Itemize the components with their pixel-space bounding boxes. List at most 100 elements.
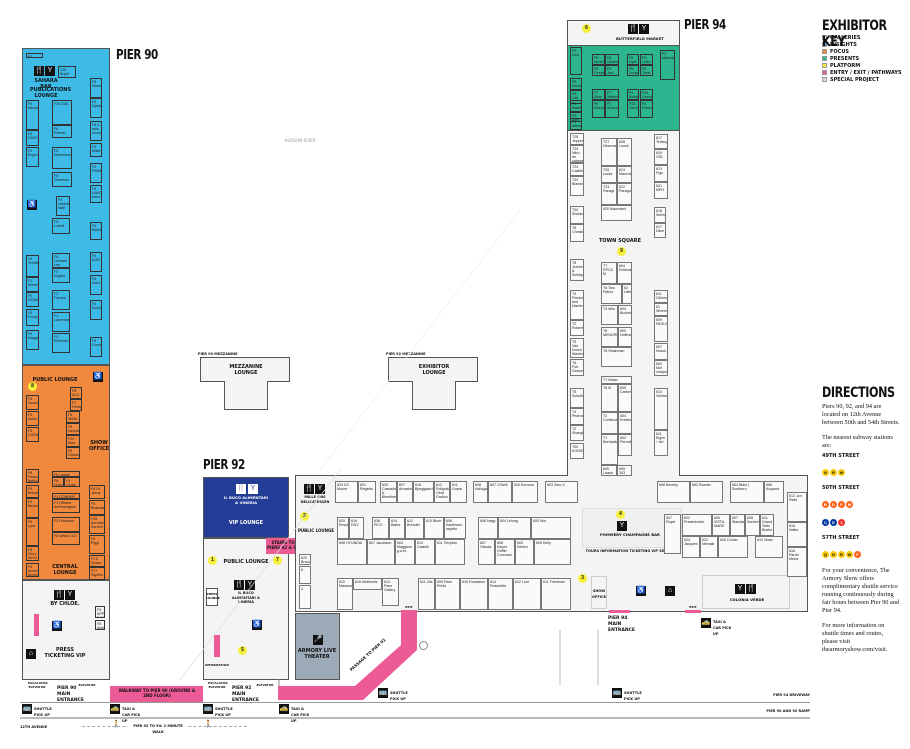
booth-hall[interactable]: 625 Cohan: [718, 536, 748, 558]
booth-p94[interactable]: T2 Roberts: [570, 320, 584, 336]
booth-hall[interactable]: 610 Noah: [755, 536, 783, 558]
booth-present[interactable]: P2 Kehl: [570, 112, 582, 122]
booth-hall[interactable]: 610 Maramo: [337, 578, 353, 610]
booth-p94[interactable]: 611 Clintes: [654, 290, 668, 303]
booth-hall[interactable]: 603 Zero X: [545, 481, 578, 503]
booth-present[interactable]: P3 Gea: [570, 47, 582, 75]
booth-present[interactable]: P4 Taxie: [640, 65, 653, 76]
booth-p94[interactable]: 61 Silverman: [654, 303, 668, 316]
booth-p94[interactable]: T22 Blandino: [570, 176, 584, 196]
booth-p90[interactable]: F8 Thomsen: [52, 172, 72, 187]
booth-p90[interactable]: F4 AOB: [90, 252, 102, 272]
booth-p94[interactable]: 619 OSL: [654, 149, 668, 165]
booth-p94[interactable]: 609 PAGLERY: [654, 316, 668, 342]
booth-p90[interactable]: F6 Nagger: [26, 330, 39, 350]
booth-p90[interactable]: P1: [26, 53, 43, 58]
exit-marker[interactable]: [401, 610, 417, 613]
booth-hall[interactable]: 507 Royer: [664, 514, 681, 554]
booth-p94[interactable]: 617 Tertiary: [654, 134, 668, 149]
booth-p90[interactable]: F6 Lyra: [26, 518, 39, 546]
booth-p90[interactable]: F6 Bhandaridapi: [89, 500, 105, 515]
booth-p90[interactable]: F6 Miller: [90, 143, 102, 157]
booth-p90[interactable]: F8 Savoia: [66, 423, 80, 435]
booth-p90[interactable]: F1 Officine dell'Immagine: [52, 499, 80, 513]
booth-p90[interactable]: F27 Sightlin: [89, 567, 105, 580]
booth-p90[interactable]: F2 Pfefferle: [90, 163, 102, 183]
booth-present[interactable]: P6 Sandwich: [570, 78, 582, 90]
booth-hall[interactable]: 633 DC Moore: [335, 481, 358, 503]
booth-p90[interactable]: F4 Cedar: [64, 477, 80, 487]
booth-p90[interactable]: F8 LABORAT. trees: [90, 185, 102, 203]
booth-p94[interactable]: T26 Locks: [601, 166, 617, 183]
booth-p90[interactable]: F8 Palazzo Bettiolo: [26, 469, 39, 483]
walkway-to-pier-90[interactable]: [110, 686, 203, 702]
booth-hall[interactable]: 608 HYUNDAI: [337, 539, 367, 565]
booth-p90[interactable]: F9 Hachart Wall: [56, 196, 70, 216]
booth-hall[interactable]: 631 Regetta: [358, 481, 376, 503]
booth-p94[interactable]: T28 Jepperson: [570, 133, 584, 145]
booth-p94[interactable]: T23 Panagi: [601, 183, 617, 205]
booth-p94[interactable]: 621 MPH: [654, 182, 668, 199]
booth-hall[interactable]: 624 Jacques: [682, 536, 700, 558]
booth-hall[interactable]: 608 Sorbert: [745, 514, 760, 536]
booth-p90[interactable]: F26 Aerobica Surrent: [89, 515, 105, 534]
booth-p90[interactable]: F6 DASTA: [26, 130, 39, 146]
booth-p90[interactable]: F8 ACA: [70, 387, 82, 399]
booth-hall[interactable]: 620 Brandane: [299, 554, 311, 565]
booth-hall[interactable]: 612 Lore: [513, 578, 541, 610]
booth-p90[interactable]: F1 CONNER: [52, 493, 80, 499]
booth-hall[interactable]: 607 Jacobson: [367, 539, 395, 565]
booth-present[interactable]: P23 Vernon: [627, 100, 639, 118]
booth-hall[interactable]: 612 Jon Reitz: [787, 492, 807, 522]
booth-p90[interactable]: F8 Dr Jesus: [89, 485, 105, 499]
booth-hall[interactable]: 614 Rosenfeld: [488, 578, 513, 610]
booth-p90[interactable]: F6 Sanchez: [26, 395, 39, 410]
booth-p90[interactable]: F2 CURARO: [26, 427, 39, 442]
booth-hall[interactable]: 610 Blum: [424, 517, 444, 539]
booth-p90[interactable]: F20 DIDL: [52, 100, 72, 125]
booth-present[interactable]: P1 alterar: [570, 118, 582, 130]
booth-p94[interactable]: T20 Sheldon: [570, 206, 584, 224]
booth-hall[interactable]: 616 DDV: [349, 517, 364, 539]
booth-p94[interactable]: 611 Eigen + Art: [654, 430, 668, 456]
booth-p90[interactable]: F5 APP Editions: [95, 606, 105, 618]
booth-p94[interactable]: T6 Fort Gansevoort: [570, 359, 584, 376]
booth-present[interactable]: P1 Bellamy: [627, 89, 639, 100]
booth-hall[interactable]: 607 Armature: [397, 481, 413, 503]
booth-hall[interactable]: 606 Kayne Griffin Corcoran: [495, 539, 515, 565]
booth-p90[interactable]: F6 Mystic: [90, 98, 102, 118]
booth-present[interactable]: P7 Allen: [592, 89, 605, 100]
booth-p94[interactable]: T2 Continua: [601, 412, 618, 434]
booth-p90[interactable]: F6 Barker: [26, 498, 39, 518]
booth-hall[interactable]: 616 Wollenetz: [353, 578, 382, 590]
booth-p94[interactable]: 602 Perrotin: [618, 434, 632, 456]
booth-p90[interactable]: F1 Lawrence: [52, 312, 70, 332]
booth-p90[interactable]: F6 Nodo: [52, 477, 64, 487]
booth-p90[interactable]: F6 SIBAL: [66, 411, 80, 423]
booth-hall[interactable]: 612 Poligrafa Obra Grafica: [434, 481, 450, 503]
booth-present[interactable]: P6 Deinoshe: [592, 100, 605, 118]
booth-p94[interactable]: 603 Buchmann: [618, 305, 632, 325]
booth-present[interactable]: P7 Artuna: [605, 100, 619, 118]
booth-p90[interactable]: F8 Story We're Closed: [26, 546, 39, 561]
booth-p94[interactable]: 605 Carbet: [618, 384, 632, 412]
booth-present[interactable]: P3 Leiko: [640, 54, 653, 65]
booth-present[interactable]: P6 Hydr: [627, 54, 639, 65]
booth-p94[interactable]: T6 Two Palms: [601, 284, 622, 304]
booth-present[interactable]: P1 Freeland: [640, 100, 653, 118]
booth-p94[interactable]: T4 Friedman and Mazier: [570, 290, 584, 320]
booth-hall[interactable]: 600 Euroma: [512, 481, 538, 503]
booth-p90[interactable]: F8 Stoeckl: [90, 78, 102, 98]
booth-p90[interactable]: F6 Aperture: [95, 620, 105, 630]
booth-p90[interactable]: F9 Bhinder: [26, 485, 39, 498]
booth-p94[interactable]: T29 Nitro de cabane: [570, 145, 584, 163]
booth-hall[interactable]: 666 Koyama: [764, 481, 784, 503]
booth-p94[interactable]: T8 III: [601, 384, 618, 412]
booth-p94[interactable]: 628 Loock: [617, 138, 632, 166]
booth-p94[interactable]: 622 Paragon: [617, 183, 632, 205]
booth-p94[interactable]: 613 Vielmetter: [654, 388, 668, 430]
booth-p90[interactable]: F3 Sheehan: [52, 333, 70, 353]
booth-p94[interactable]: 604 Kreisinger: [618, 412, 632, 434]
booth-hall[interactable]: 614 Pace Gallery: [382, 578, 399, 606]
booth-hall[interactable]: 604 Maggiore g.a.m.: [395, 539, 415, 565]
